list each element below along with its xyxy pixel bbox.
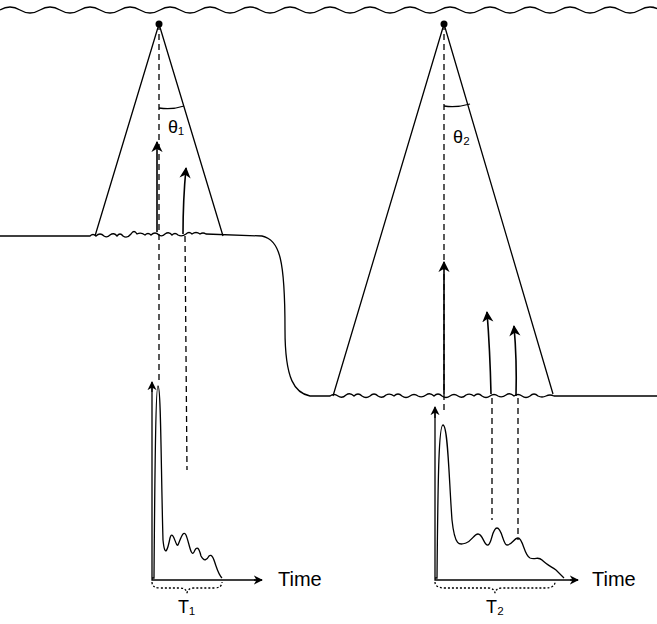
duration-bracket <box>435 582 555 593</box>
angle-label: θ₁ <box>168 118 184 138</box>
axis-arrow <box>434 407 435 418</box>
axis-label: Time <box>592 568 636 590</box>
axis-label: Time <box>278 568 322 590</box>
duration-bracket <box>152 582 222 593</box>
echo-signal <box>152 386 222 578</box>
dashed-guide <box>159 24 518 540</box>
sonar-source <box>156 21 448 28</box>
duration-label: T₁ <box>178 598 195 618</box>
seafloor <box>0 232 657 398</box>
axis-arrow <box>570 579 578 580</box>
graph-axes <box>435 410 578 580</box>
axis-arrow <box>254 579 262 580</box>
duration-label: T₂ <box>486 598 504 618</box>
echo-signal <box>435 425 564 578</box>
angle-label: θ₂ <box>453 128 470 148</box>
echo-arrow <box>157 142 516 396</box>
beam-cone <box>333 24 553 396</box>
graph-axes <box>152 385 262 580</box>
beam-angle-arc <box>159 106 184 109</box>
sea-surface <box>0 7 657 13</box>
beam-angle-arc <box>444 104 470 107</box>
axis-arrow <box>151 382 152 392</box>
